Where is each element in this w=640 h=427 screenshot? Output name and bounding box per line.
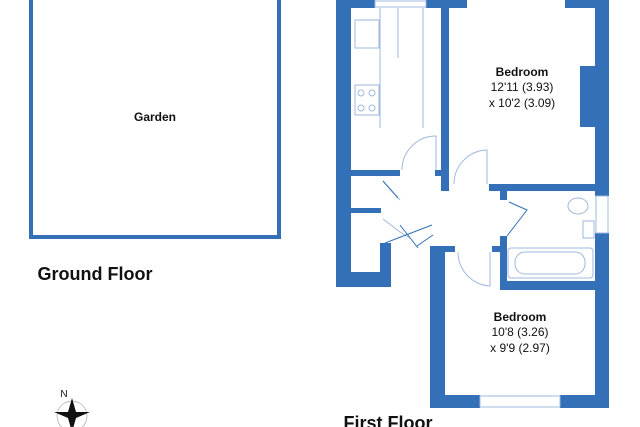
hob-icon (354, 84, 380, 116)
window (595, 195, 609, 234)
room-dimension: 10'8 (3.26) (491, 325, 549, 339)
door (453, 149, 488, 185)
window (374, 0, 427, 8)
walls (29, 0, 609, 408)
door (401, 135, 437, 171)
window (479, 395, 561, 408)
room-dimension: x 10'2 (3.09) (488, 96, 556, 110)
sink-icon (354, 19, 380, 49)
room-label-garden: Garden (133, 110, 177, 124)
room-name: Bedroom (495, 65, 549, 79)
floor-title-first: First Floor (343, 413, 433, 427)
basin-icon (582, 220, 595, 239)
garden-boundary (29, 0, 281, 239)
floor-title-ground: Ground Floor (37, 264, 153, 284)
door (457, 251, 491, 287)
room-label-bedroom-1: Bedroom 12'11 (3.93) x 10'2 (3.09) (489, 65, 555, 111)
fixtures (354, 0, 609, 408)
room-label-bedroom-2: Bedroom 10'8 (3.26) x 9'9 (2.97) (490, 310, 550, 356)
compass-north-label: N (60, 389, 68, 400)
compass-icon (54, 398, 90, 427)
room-name: Bedroom (493, 310, 547, 324)
bath-icon (507, 247, 594, 279)
room-dimension: x 9'9 (2.97) (490, 341, 550, 355)
toilet-icon (567, 197, 589, 215)
room-dimension: 12'11 (3.93) (490, 80, 554, 94)
